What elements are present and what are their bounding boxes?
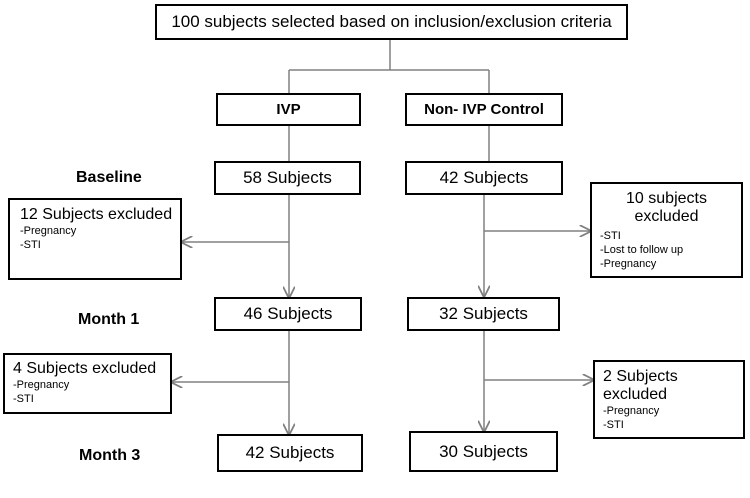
ivp-month3-count-box: 42 Subjects [217, 434, 363, 472]
control-month3-count-box: 30 Subjects [409, 431, 558, 472]
exclusion-item: -Pregnancy [600, 258, 657, 270]
ivp-baseline-count: 58 Subjects [243, 168, 332, 187]
exclusion-title: 4 Subjects excluded [13, 360, 157, 377]
exclusion-item: -Pregnancy [20, 225, 77, 237]
control-group-label: Non- IVP Control [424, 101, 544, 118]
control-month1-count-box: 32 Subjects [407, 297, 560, 331]
top-split-line [288, 40, 490, 93]
exclusion-title: 2 Subjects excluded [603, 368, 678, 403]
timepoint-baseline: Baseline [76, 169, 142, 186]
exclusion-item: -Pregnancy [603, 405, 660, 417]
timepoint-month1: Month 1 [78, 311, 140, 328]
enrollment-text: 100 subjects selected based on inclusion… [171, 12, 612, 31]
ivp-month1-count-box: 46 Subjects [214, 297, 362, 331]
exclusion-title: excluded [634, 208, 699, 225]
ivp-baseline-exclusion-box: 12 Subjects excluded -Pregnancy -STI [8, 198, 182, 280]
exclusion-title: 12 Subjects excluded [20, 206, 173, 223]
ivp-month1-exclusion-box: 4 Subjects excluded -Pregnancy -STI [3, 353, 172, 414]
control-baseline-exclusion-box: 10 subjects excluded -STI -Lost to follo… [590, 182, 743, 278]
ivp-baseline-count-box: 58 Subjects [214, 161, 361, 195]
exclusion-item: -STI [603, 419, 624, 431]
enrollment-box: 100 subjects selected based on inclusion… [155, 4, 628, 40]
control-month3-count: 30 Subjects [439, 441, 528, 461]
control-baseline-count-box: 42 Subjects [405, 161, 563, 195]
control-baseline-count: 42 Subjects [439, 168, 529, 187]
control-month1-exclusion-box: 2 Subjects excluded -Pregnancy -STI [593, 360, 745, 439]
timepoint-month3: Month 3 [79, 447, 141, 464]
exclusion-item: -STI [13, 393, 34, 405]
exclusion-item: -Lost to follow up [600, 244, 684, 256]
ivp-month3-count: 42 Subjects [245, 443, 335, 462]
exclusion-item: -STI [20, 239, 41, 251]
ivp-group-label: IVP [276, 101, 301, 118]
exclusion-item: -Pregnancy [13, 379, 70, 391]
exclusion-item: -STI [600, 230, 621, 242]
ivp-group-box: IVP [216, 93, 361, 126]
exclusion-title: 10 subjects [626, 190, 707, 207]
ivp-month1-count: 46 Subjects [243, 304, 333, 323]
control-month1-count: 32 Subjects [439, 304, 528, 323]
control-group-box: Non- IVP Control [405, 93, 563, 126]
